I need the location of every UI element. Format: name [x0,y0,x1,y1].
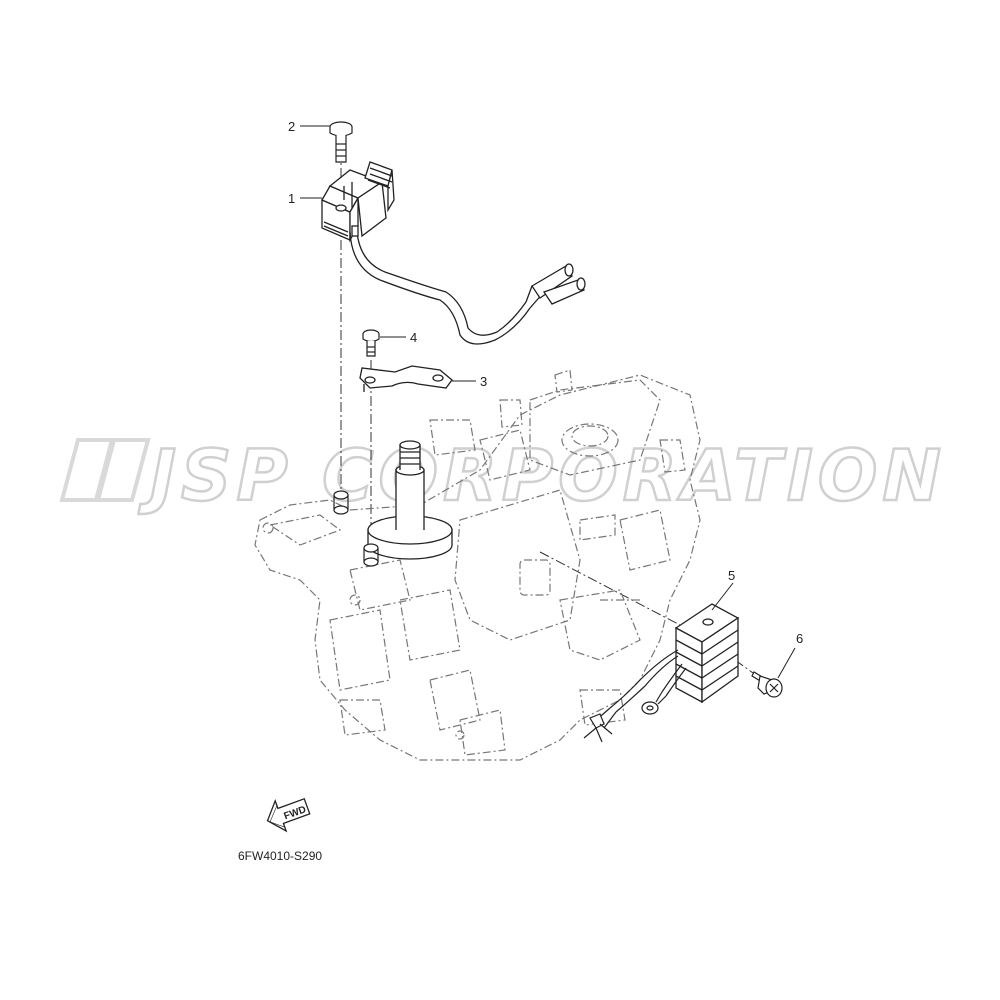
screw-part-6 [751,671,783,698]
watermark-logo-icon [59,438,151,502]
diagram-code: 6FW4010-S290 [238,849,322,863]
coil-wire-harness [349,225,586,345]
callout-3: 3 [480,374,487,389]
callout-6: 6 [796,631,803,646]
watermark: JSP CORPORATION [59,434,946,518]
crankshaft [367,440,453,560]
watermark-text: JSP CORPORATION [138,435,946,517]
callout-4: 4 [410,330,417,345]
engine-block-outline [254,369,701,761]
callout-5: 5 [728,568,735,583]
bolt-part-4 [362,329,380,357]
callout-2: 2 [288,119,295,134]
rectifier-regulator-part-5 [674,603,740,704]
clamp-part-3 [359,365,453,392]
ignition-coil-part-1 [321,161,395,243]
callout-1: 1 [288,191,295,206]
fwd-arrow-icon: FWD [266,797,311,833]
mount-holes [333,490,379,567]
callout-leaders [300,125,796,679]
bolt-part-2 [329,121,353,163]
rectifier-wires [583,649,687,743]
